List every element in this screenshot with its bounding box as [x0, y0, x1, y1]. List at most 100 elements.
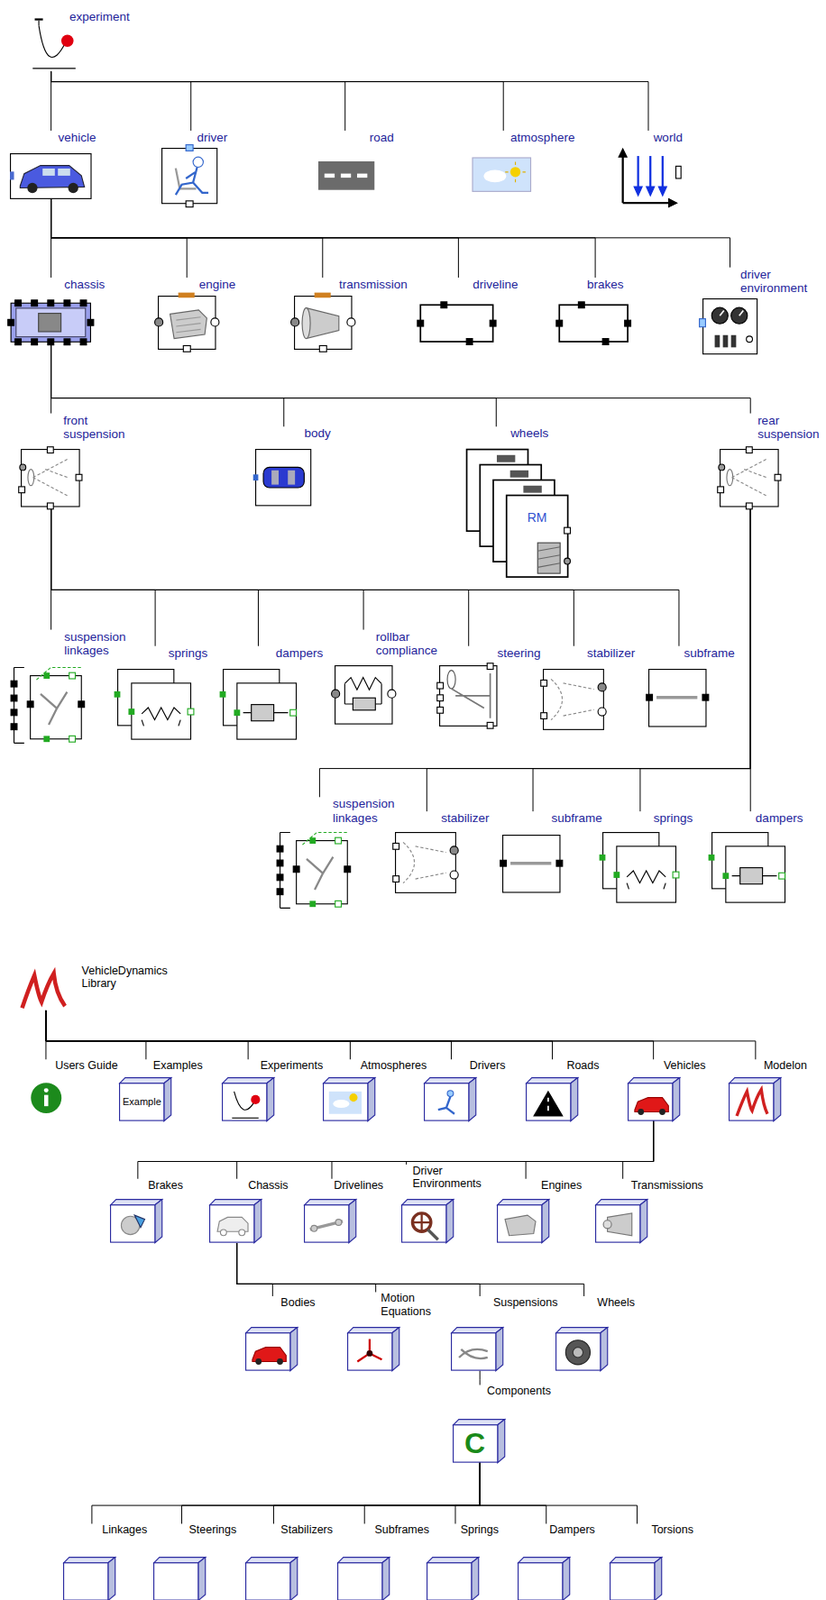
component-icon	[627, 1077, 681, 1122]
node-label: vehicle	[58, 130, 97, 146]
tree-connector	[51, 199, 731, 268]
icon-graphic	[255, 449, 312, 506]
component-icon	[472, 157, 532, 192]
icon-text: RM	[506, 495, 569, 541]
node-label: springs	[653, 811, 694, 826]
component-node: driveline	[415, 277, 522, 345]
component-icon	[426, 1557, 480, 1600]
tree-connector	[237, 1243, 480, 1297]
component-icon	[450, 1327, 505, 1372]
component-node: transmission	[291, 277, 411, 350]
component-node: Springs	[423, 1523, 503, 1600]
tree-connector	[45, 1010, 248, 1060]
component-icon	[9, 663, 90, 748]
node-label: Users Guide	[55, 1059, 118, 1073]
icon-graphic	[222, 669, 297, 741]
component-node: wheelsRM	[463, 426, 572, 579]
component-icon	[209, 1199, 263, 1244]
node-label: Bodies	[280, 1296, 315, 1310]
tree-connector	[237, 1120, 654, 1180]
component-node: driver environment	[699, 267, 816, 355]
node-label: wheels	[510, 426, 549, 441]
component-icon	[517, 1557, 571, 1600]
component-node: driver	[158, 130, 231, 205]
node-label: Examples	[153, 1059, 203, 1073]
node-label: driver environment	[740, 267, 812, 296]
component-node: stabilizer	[392, 811, 493, 894]
tree-connector	[45, 1010, 452, 1060]
node-label: Suspensions	[493, 1296, 559, 1310]
node-label: Motion Equations	[380, 1292, 442, 1319]
tree-connector	[51, 199, 596, 278]
component-node: Bodies	[241, 1296, 319, 1372]
component-node: dampers	[708, 811, 807, 904]
component-node: VehicleDynamics Library	[15, 964, 183, 1011]
icon-text: C	[452, 1425, 498, 1464]
component-icon	[245, 1557, 299, 1600]
tree-connector	[237, 1243, 585, 1297]
component-icon	[245, 1327, 299, 1372]
icon-graphic	[602, 832, 678, 904]
component-node: road	[315, 130, 397, 191]
tree-connector	[45, 1010, 553, 1060]
node-label: Drivers	[469, 1059, 506, 1073]
tree-connector	[237, 1243, 377, 1293]
node-label: dampers	[275, 646, 324, 661]
icon-graphic	[334, 665, 394, 726]
component-icon	[322, 1077, 377, 1122]
component-node: atmosphere	[469, 130, 579, 193]
component-node: Users Guide	[25, 1059, 121, 1115]
tree-connector	[182, 1463, 481, 1525]
icon-graphic	[595, 1199, 649, 1244]
component-icon	[418, 302, 496, 344]
component-node: Roads	[523, 1059, 603, 1121]
component-icon	[293, 295, 353, 350]
node-label: Brakes	[147, 1179, 184, 1193]
icon-graphic	[525, 1077, 579, 1122]
component-node: Engines	[494, 1179, 586, 1244]
component-icon	[334, 665, 394, 726]
component-node: world	[614, 130, 687, 205]
tree-connector	[426, 507, 751, 812]
icon-graphic	[245, 1557, 299, 1600]
component-node: springs	[599, 811, 697, 904]
component-icon	[394, 832, 457, 894]
node-label: road	[369, 130, 395, 146]
icon-graphic	[542, 669, 605, 731]
node-label: Driver Environments	[412, 1165, 495, 1192]
icon-graphic	[702, 298, 758, 355]
tree-connector	[237, 1243, 274, 1297]
component-node: engine	[155, 277, 239, 350]
node-label: driver	[197, 130, 229, 146]
component-node: chassis	[7, 277, 109, 345]
icon-graphic	[293, 295, 353, 350]
component-node: ComponentsC	[449, 1385, 554, 1463]
icon-graphic	[555, 1327, 609, 1372]
icon-graphic	[517, 1557, 571, 1600]
component-icon	[595, 1199, 649, 1244]
component-icon	[347, 1327, 401, 1372]
component-node: dampers	[219, 646, 326, 741]
node-label: VehicleDynamics Library	[82, 964, 180, 992]
tree-connector	[479, 1463, 547, 1525]
node-label: Wheels	[596, 1296, 635, 1310]
component-node: Drivers	[420, 1059, 508, 1121]
tree-connector	[51, 507, 259, 647]
component-icon	[496, 1199, 551, 1244]
icon-graphic	[648, 669, 707, 728]
node-label: Subframes	[375, 1523, 430, 1537]
component-icon	[466, 449, 569, 579]
icon-text: Example	[119, 1082, 165, 1121]
node-label: Torsions	[651, 1523, 694, 1537]
icon-graphic	[117, 669, 193, 741]
component-node: front suspension	[17, 413, 138, 508]
node-label: front suspension	[63, 413, 135, 442]
component-icon	[502, 835, 561, 894]
component-icon	[63, 1557, 117, 1600]
node-label: Transmissions	[631, 1179, 704, 1193]
component-node: Transmissions	[592, 1179, 707, 1244]
icon-graphic	[9, 153, 92, 200]
icon-graphic	[466, 449, 569, 579]
tree-connector	[45, 1010, 147, 1060]
component-node: Brakes	[107, 1179, 187, 1244]
